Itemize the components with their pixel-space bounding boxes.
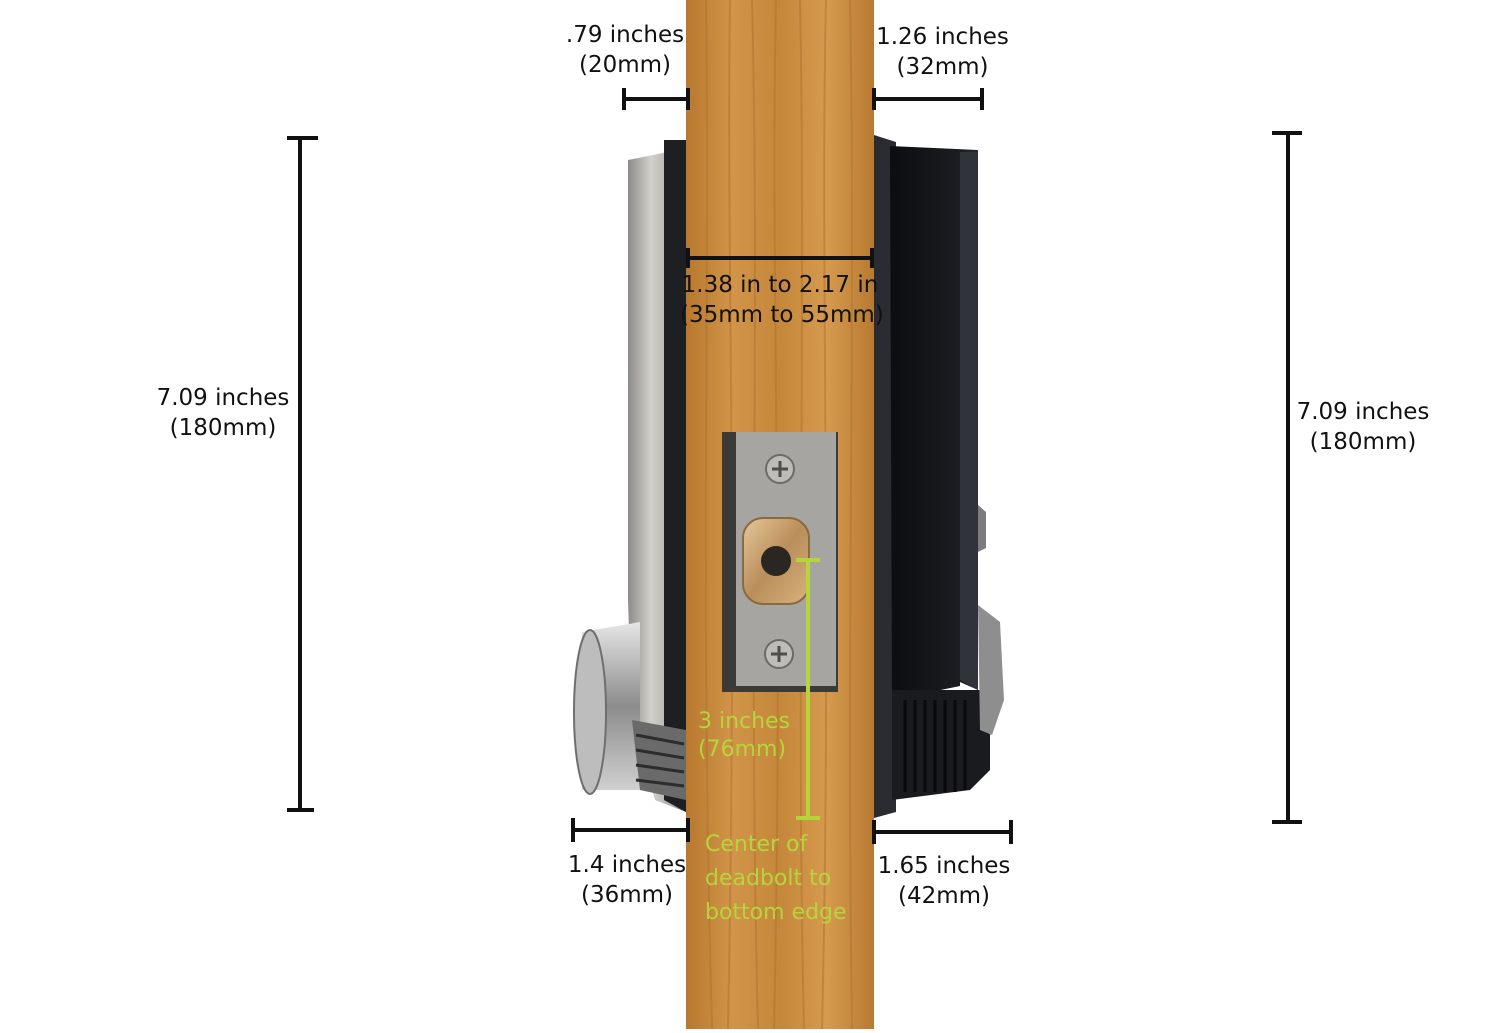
dim-line-interior-depth-top xyxy=(622,88,690,110)
label-exterior-depth-top: 1.26 inches (32mm) xyxy=(876,24,1009,80)
label-right-height: 7.09 inches (180mm) xyxy=(1296,399,1430,455)
dim-line-right-height xyxy=(1272,131,1302,824)
interior-housing xyxy=(573,140,686,812)
label-door-thickness: 1.38 in to 2.17 in (35mm to 55mm) xyxy=(680,272,884,328)
label-interior-depth-top: .79 inches (20mm) xyxy=(565,22,685,78)
label-left-height: 7.09 inches (180mm) xyxy=(156,385,290,441)
dim-line-door-thickness xyxy=(686,248,874,268)
dim-line-interior-depth-bottom xyxy=(571,818,690,842)
dim-line-deadbolt-offset xyxy=(796,558,820,820)
dim-line-left-height xyxy=(287,136,318,812)
label-exterior-depth-bottom: 1.65 inches (42mm) xyxy=(877,853,1011,909)
exterior-keypad-housing xyxy=(874,135,1004,818)
label-deadbolt-note: Center of deadbolt to bottom edge xyxy=(705,832,847,925)
deadbolt-faceplate xyxy=(722,432,838,692)
dim-line-exterior-depth-top xyxy=(872,88,984,110)
label-deadbolt-offset: 3 inches (76mm) xyxy=(698,709,791,762)
label-interior-depth-bottom: 1.4 inches (36mm) xyxy=(567,852,687,908)
dim-line-exterior-depth-bottom xyxy=(872,820,1013,844)
interior-knob xyxy=(573,622,686,800)
